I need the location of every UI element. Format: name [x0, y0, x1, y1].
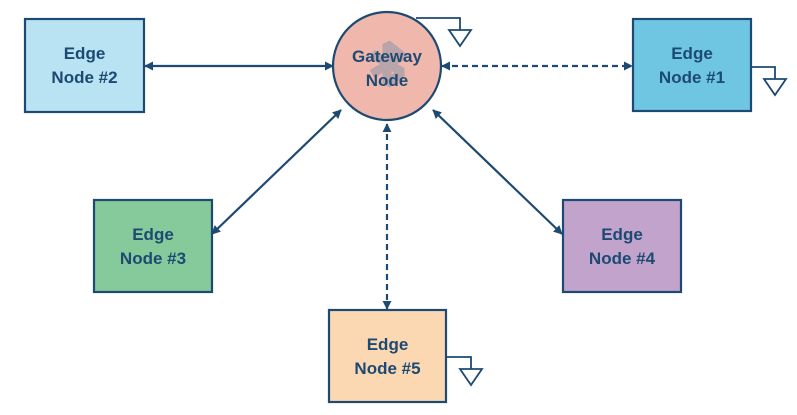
edge-node-3-label-line1: Edge [132, 225, 174, 244]
edge-node-3-box [92, 198, 214, 294]
link-gateway-node3 [211, 109, 342, 235]
edge-node-5-label-line1: Edge [367, 335, 409, 354]
edge-node-2-label-line1: Edge [64, 44, 106, 63]
edge-node-1-label-line2: Node #1 [659, 68, 725, 87]
ground-wire [446, 356, 472, 369]
edge-node-3-label-line2: Node #3 [120, 249, 186, 268]
bluetooth-icon [369, 40, 405, 88]
gateway-label-line1: Gateway [352, 47, 422, 66]
edge-node-2: Edge Node #2 [23, 17, 146, 114]
ground-wire [751, 66, 776, 79]
node1-ground-symbol [751, 66, 788, 97]
edge-node-5-label-line2: Node #5 [354, 359, 420, 378]
ground-triangle [762, 78, 788, 97]
edge-node-5-box [327, 308, 448, 404]
edge-node-1-box [631, 17, 753, 113]
edge-node-2-box [23, 17, 146, 114]
edge-node-3: Edge Node #3 [92, 198, 214, 294]
edge-node-2-label-line2: Node #2 [51, 68, 117, 87]
gateway-label-line2: Node [366, 71, 409, 90]
ground-triangle [458, 368, 484, 387]
edge-node-4-label-line2: Node #4 [589, 249, 656, 268]
node5-ground-symbol [446, 356, 484, 387]
gateway-node: Gateway Node [331, 10, 443, 122]
edge-node-4-label-line1: Edge [601, 225, 643, 244]
edge-node-1: Edge Node #1 [631, 17, 753, 113]
ground-wire [416, 17, 461, 30]
edge-node-1-label-line1: Edge [671, 44, 713, 63]
edge-node-4-box [561, 198, 683, 294]
link-gateway-node4 [432, 109, 563, 235]
gateway-ground-symbol [416, 17, 473, 48]
edge-node-5: Edge Node #5 [327, 308, 448, 404]
ground-triangle [447, 29, 473, 48]
edge-node-4: Edge Node #4 [561, 198, 683, 294]
